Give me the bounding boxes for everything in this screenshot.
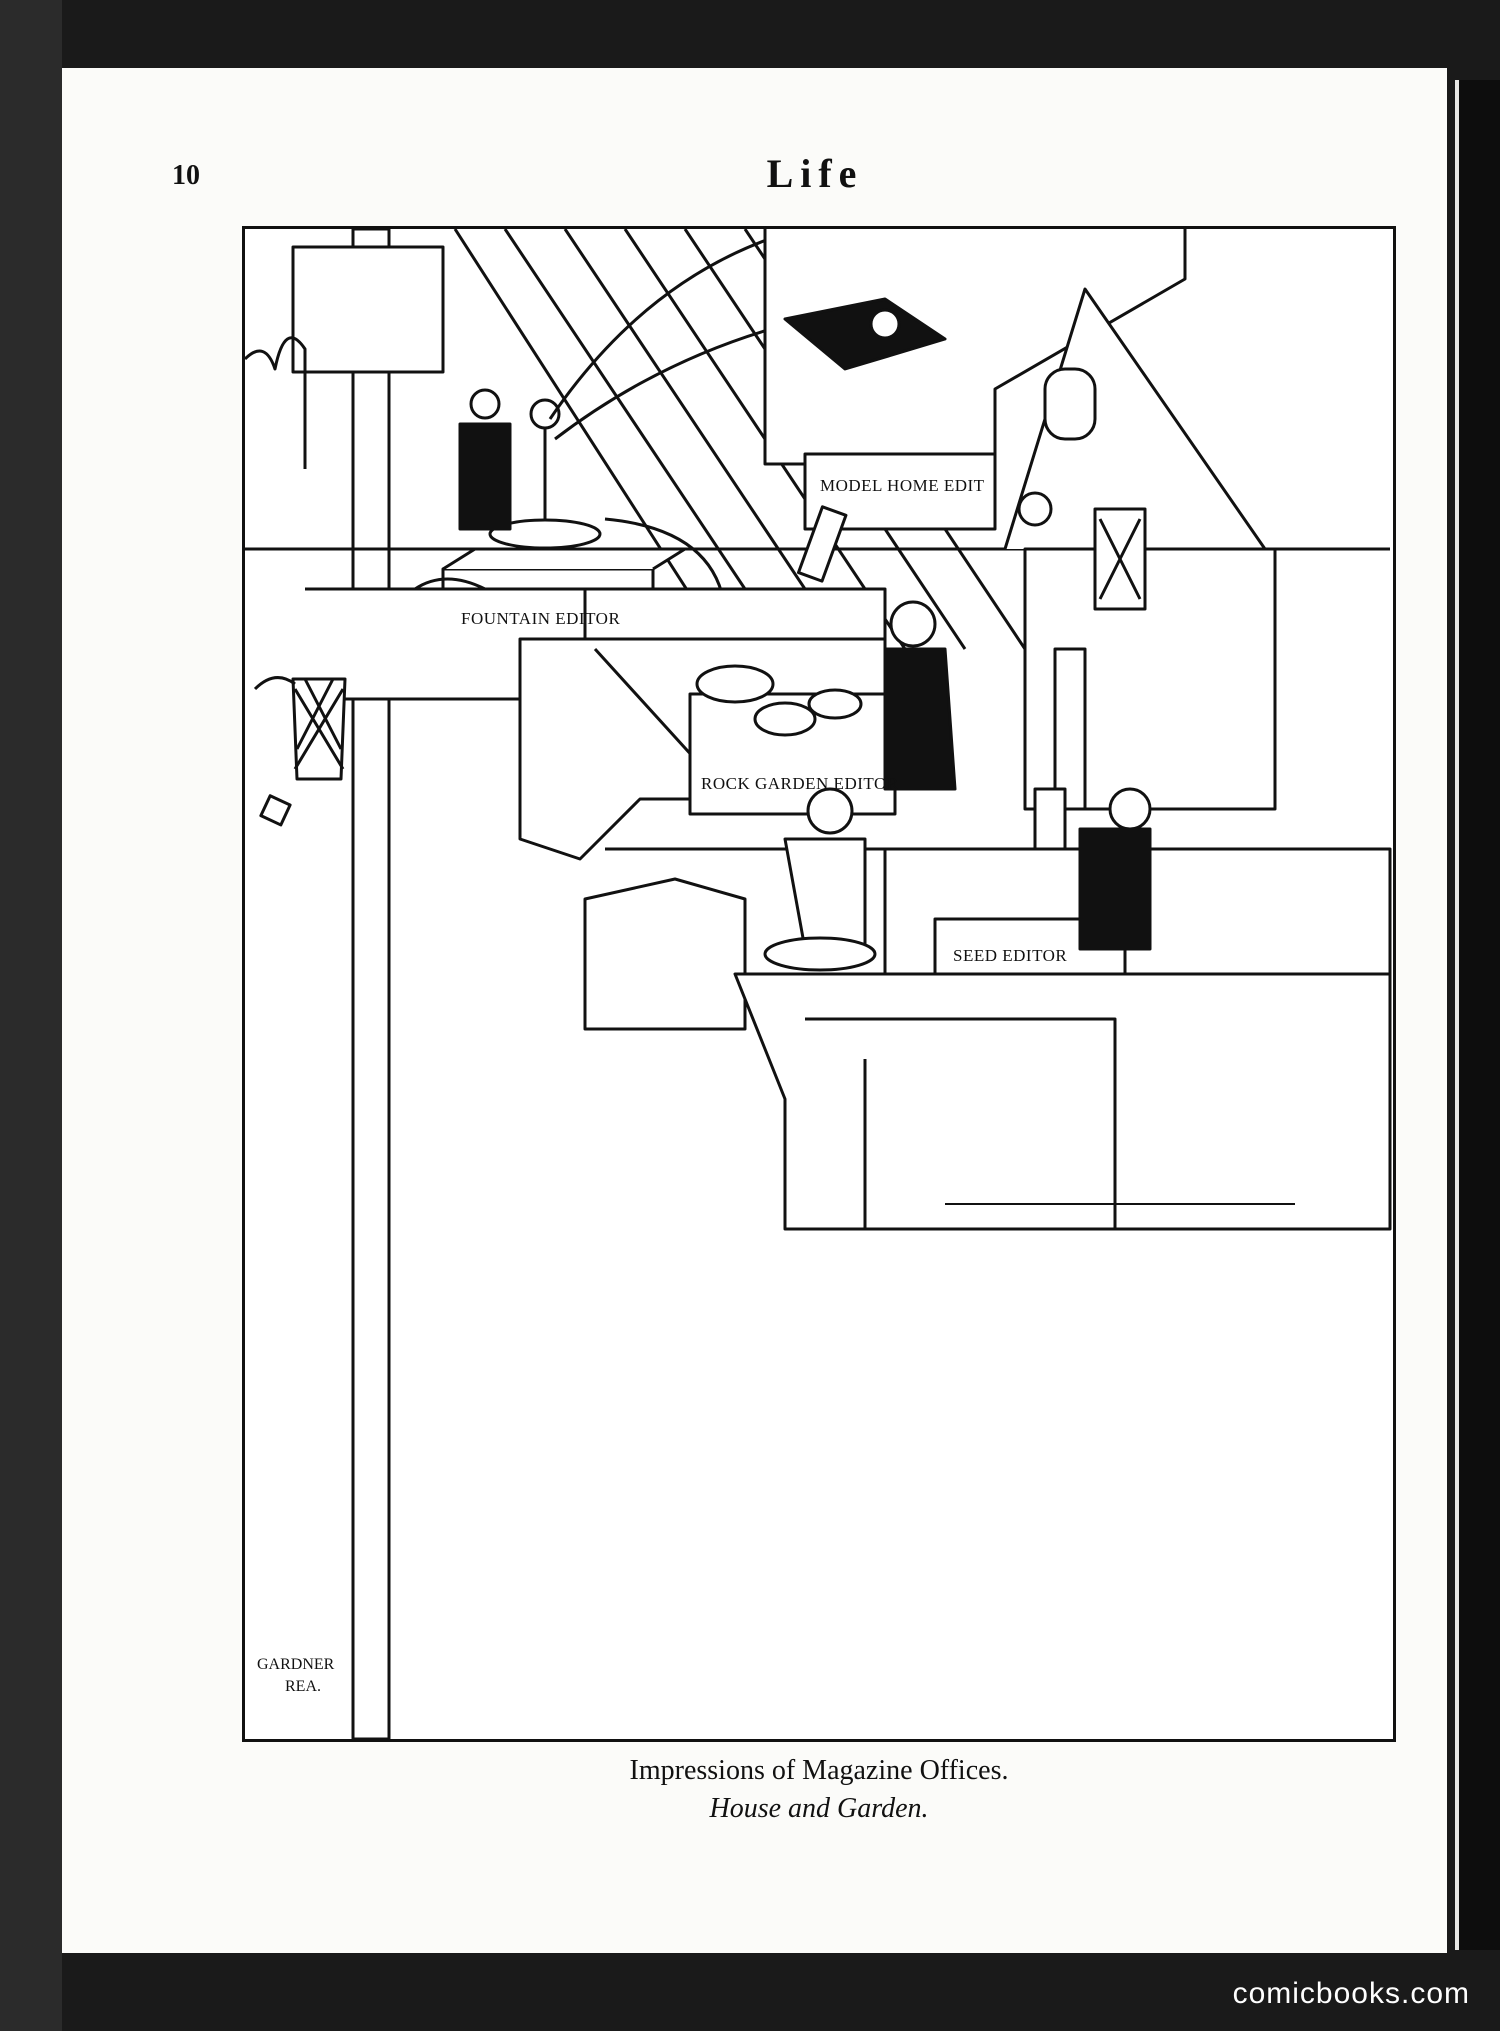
window-woman-head: [1017, 491, 1053, 527]
seed-editor-head: [1108, 787, 1152, 831]
rock-editor-head: [889, 600, 937, 648]
artist-signature-line1: GARDNER: [257, 1656, 335, 1673]
rock-3: [807, 688, 863, 720]
caption-title: Impressions of Magazine Offices.: [629, 1755, 1009, 1786]
rock-2: [753, 701, 817, 737]
fountain-editor-sign: FOUNTAIN EDITOR: [461, 609, 620, 628]
hedge-lower-left: [583, 877, 747, 1031]
lamp-post: [351, 229, 391, 1739]
hedge-left: [245, 336, 307, 469]
watermark: comicbooks.com: [1232, 1977, 1470, 2010]
hanging-sign: [291, 245, 445, 374]
seed-clerk-head: [806, 787, 854, 835]
hedge-foreground: [733, 972, 1392, 1231]
rock-garden-editor-figure: [883, 647, 957, 791]
next-page-edge: [1455, 80, 1500, 1950]
cartoon-caption: Impressions of Magazine Offices. House a…: [242, 1752, 1396, 1828]
cottage-arched-window: [1043, 367, 1097, 441]
editor-head: [469, 388, 501, 420]
scan-left-border: [0, 0, 62, 2031]
seed-clerk-figure: [783, 837, 867, 951]
seed-editor-figure: [1078, 827, 1152, 951]
seed-catalog: [1033, 787, 1067, 851]
model-home-house: [763, 229, 1187, 466]
masthead-title: Life: [766, 151, 864, 196]
artist-signature-line2: REA.: [285, 1678, 321, 1695]
caption-subtitle: House and Garden.: [709, 1793, 929, 1824]
rock-1: [695, 664, 775, 704]
seed-basket: [763, 936, 877, 972]
cartoon-illustration: FOUNTAIN EDITOR MODEL HOME EDIT ROCK GAR…: [242, 226, 1396, 1742]
rock-garden-editor-sign: ROCK GARDEN EDITOR: [701, 774, 899, 793]
cherub-head: [529, 398, 561, 430]
fountain-basin: [488, 518, 602, 550]
cottage-door: [1053, 647, 1087, 811]
cottage-roof: [1003, 287, 1267, 550]
fountain-editor-figure: [458, 422, 512, 531]
model-home-editor-sign: MODEL HOME EDIT: [820, 476, 985, 495]
model-home-editor-figure: [783, 297, 947, 371]
seed-editor-sign: SEED EDITOR: [953, 946, 1067, 965]
cartoon-drawing: FOUNTAIN EDITOR MODEL HOME EDIT ROCK GAR…: [245, 229, 1392, 1739]
page-number: 10: [172, 160, 200, 191]
